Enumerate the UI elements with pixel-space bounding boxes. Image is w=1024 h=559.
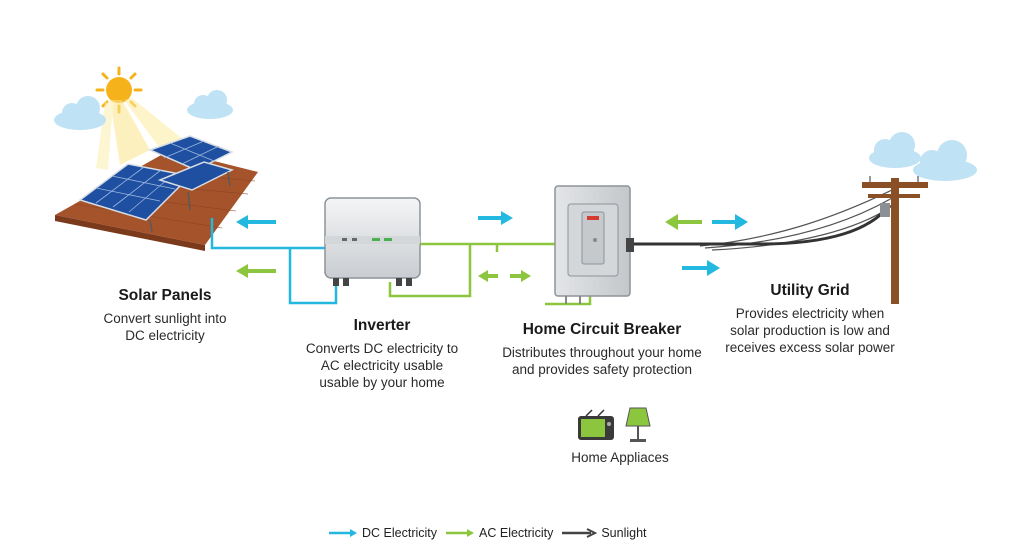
ac-arrow-icon <box>446 529 475 537</box>
component-desc-line: and provides safety protection <box>511 362 693 377</box>
dc-arrow <box>236 215 276 229</box>
inverter-label: Inverter Converts DC electricity to AC e… <box>292 317 472 391</box>
component-desc-line: Provides electricity when <box>735 306 885 321</box>
component-desc-line: receives excess solar power <box>725 340 895 355</box>
component-desc-line: AC electricity usable <box>320 358 444 373</box>
dc-wiring <box>210 218 338 305</box>
component-title: Home Circuit Breaker <box>522 321 682 338</box>
legend-item-sunlight: Sunlight <box>561 526 647 540</box>
ac-arrow <box>236 264 276 278</box>
cloud-icon <box>913 140 977 181</box>
sunlight-beams <box>96 98 190 170</box>
dc-arrow <box>478 211 513 225</box>
ac-arrow <box>665 214 702 230</box>
appliances-label: Home Appliaces <box>571 450 669 465</box>
legend-label: DC Electricity <box>362 526 438 540</box>
legend-item-dc: DC Electricity <box>328 526 437 540</box>
cloud-icon <box>54 96 106 130</box>
tv-icon <box>578 409 614 440</box>
legend-label: Sunlight <box>601 526 647 540</box>
solar-panel-icon <box>55 135 258 251</box>
component-desc-line: solar production is low and <box>730 323 890 338</box>
legend-item-ac: AC Electricity <box>445 526 553 540</box>
grid-cable <box>630 204 892 246</box>
component-title: Solar Panels <box>118 287 212 304</box>
dc-arrow <box>712 214 748 230</box>
cloud-icon <box>869 132 921 168</box>
dc-arrow-icon <box>329 529 357 537</box>
utility-grid-label: Utility Grid Provides electricity when s… <box>720 282 900 356</box>
cloud-icon <box>187 90 233 119</box>
dc-arrow <box>682 260 720 276</box>
component-desc-line: Distributes throughout your home <box>502 345 702 360</box>
inverter-icon <box>324 197 421 286</box>
breaker-panel-icon <box>554 185 634 304</box>
lamp-icon <box>625 407 651 442</box>
component-desc-line: DC electricity <box>125 328 205 343</box>
ac-arrow <box>478 270 531 282</box>
legend: DC Electricity AC Electricity Sunlight <box>328 524 655 542</box>
component-desc-line: Converts DC electricity to <box>305 341 459 356</box>
solar-panels-label: Solar Panels Convert sunlight into DC el… <box>80 287 250 344</box>
breaker-label: Home Circuit Breaker Distributes through… <box>492 321 712 378</box>
component-desc-line: usable by your home <box>319 375 445 390</box>
utility-pole-icon <box>862 176 928 304</box>
component-desc-line: Convert sunlight into <box>103 311 227 326</box>
sunlight-arrow-icon <box>562 528 598 538</box>
component-title: Inverter <box>353 317 411 334</box>
component-title: Utility Grid <box>770 282 850 299</box>
legend-label: AC Electricity <box>479 526 554 540</box>
ac-wiring <box>388 242 592 306</box>
